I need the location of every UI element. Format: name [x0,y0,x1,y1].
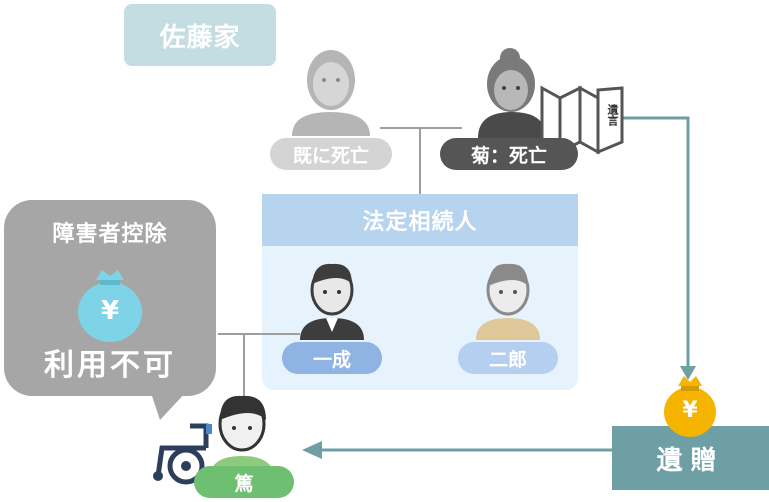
family-connectors [218,127,462,410]
heir-ichinari-label: 一成 [282,342,382,374]
legal-heirs-title: 法定相続人 [262,194,578,246]
disability-deduction-status: 利用不可 [44,348,176,383]
bubble-tail [150,390,188,420]
will-document-icon [540,85,624,155]
grandmother-figure [478,48,546,138]
grandmother-label: 菊：死亡 [440,138,578,170]
grandfather-figure [292,50,370,136]
recipient-atsushi-label: 篤 [194,466,294,498]
yen-money-bag-icon [78,270,142,342]
wheelchair-icon [153,423,212,485]
gold-money-bag-icon [664,376,716,437]
disability-deduction-title: 障害者控除 [52,222,168,247]
will-to-bequest-arrow [620,116,696,380]
bequest-to-recipient-arrow [302,441,612,459]
deduction-yen-symbol: ¥ [100,296,120,326]
bequest-yen-symbol: ¥ [682,398,698,423]
grandfather-label: 既に死亡 [270,138,392,170]
will-document-label: 遺言 [606,104,619,126]
heir-jiro-label: 二郎 [458,342,558,374]
ichinari-figure [300,263,364,340]
family-label: 佐藤家 [124,4,276,66]
jiro-figure [476,263,540,340]
